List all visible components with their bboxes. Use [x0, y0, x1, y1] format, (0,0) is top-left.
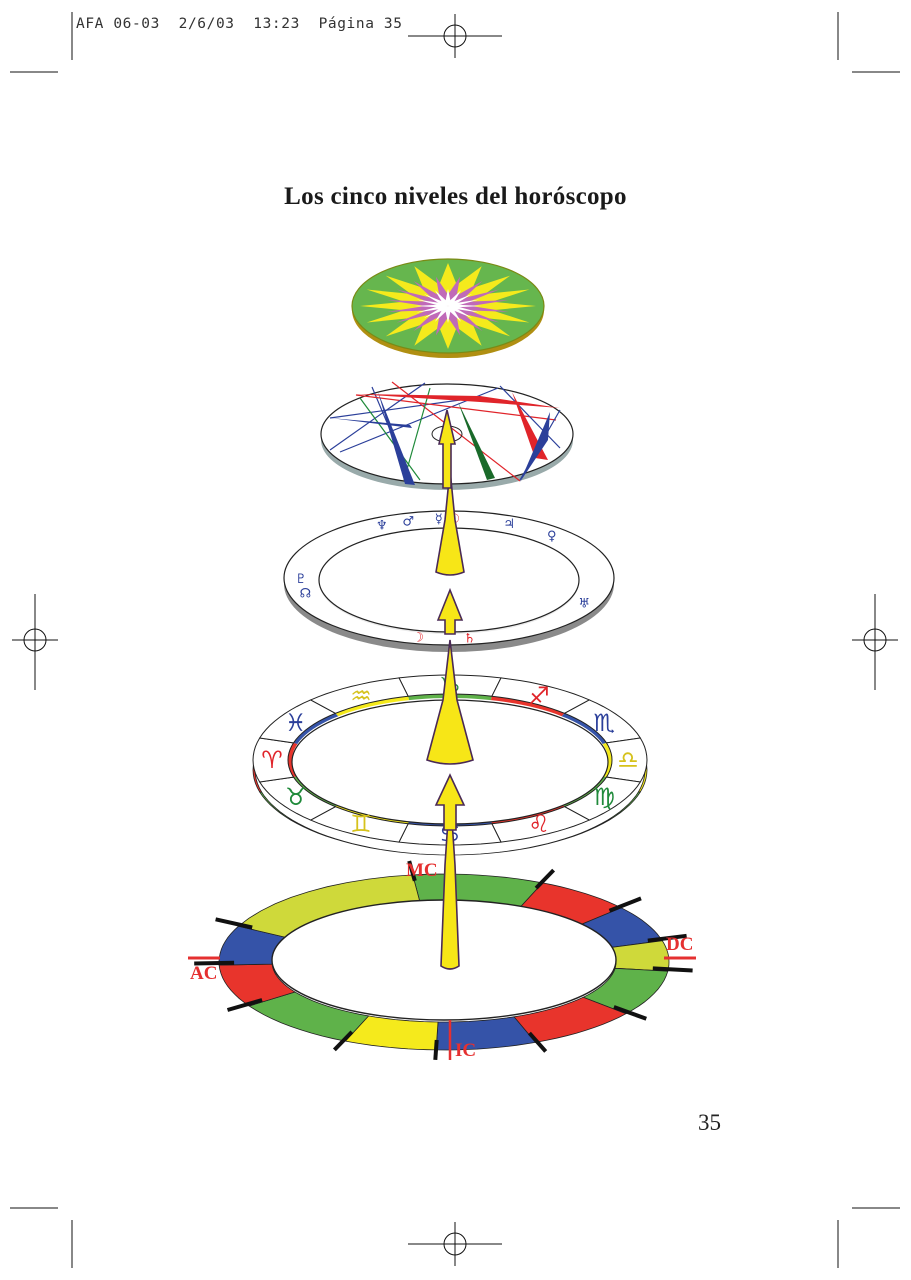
zodiac-sign-glyph: ♌ [528, 810, 550, 838]
mandala-inner-petal [448, 306, 483, 331]
registration-mark-top [408, 14, 502, 58]
zodiac-sign-glyph: ♏ [593, 709, 615, 737]
zodiac-sign-cell [309, 677, 409, 714]
mandala-inner-petal [447, 276, 461, 306]
house-cusp-spoke [613, 1005, 647, 1021]
mandala-core-petal [423, 306, 448, 319]
zodiac-sign-glyph: ♎ [617, 746, 639, 774]
planet-glyph: ♇ [295, 572, 307, 587]
mandala-core-petal [416, 306, 448, 313]
mandala-core-petal [448, 290, 462, 306]
mandala-core-petal [434, 306, 448, 322]
mandala-core-petal [448, 306, 480, 313]
mandala-core-petal [423, 293, 448, 306]
mandala-inner-petal [435, 276, 449, 306]
mandala-core-petal [416, 299, 448, 306]
house-cusp-spoke [332, 1030, 354, 1052]
mandala-core-petal [448, 299, 480, 306]
house-cusp-spoke [534, 868, 556, 890]
mandala-outer-petal [448, 301, 536, 311]
zodiac-inner-segment [293, 713, 339, 744]
mandala-inner-petal [448, 289, 500, 306]
mandala-inner-petal [448, 306, 500, 323]
axis-arrow-top [437, 409, 457, 489]
planet-glyph: ☿ [435, 512, 443, 527]
planet-glyph: ♂ [402, 514, 414, 529]
house-cusp-spoke [407, 860, 417, 882]
house-cusp-spoke [226, 998, 263, 1012]
mandala-inner-petal [387, 305, 448, 312]
mandala-inner-petal [396, 306, 448, 323]
central-axis [426, 409, 474, 970]
house-cusp-spoke [527, 1031, 548, 1053]
zodiac-inner-segment [561, 713, 607, 744]
zodiac-sign-glyph: ♐ [528, 682, 550, 710]
house-cusp-spoke [652, 966, 693, 973]
mandala-inner-petal [447, 306, 461, 336]
axis-arrow-middle [436, 587, 464, 635]
house-cusp-spoke [647, 933, 687, 943]
house-cusp-spoke [215, 917, 253, 930]
mandala-inner-petal [413, 306, 448, 331]
planet-glyph: ☊ [300, 587, 312, 602]
zodiac-inner-segment [490, 696, 565, 717]
mandala-core-petal [448, 306, 473, 319]
mandala-inner-petal [413, 281, 448, 306]
planet-glyph: ♃ [503, 517, 515, 532]
zodiac-sign-glyph: ♉ [285, 783, 307, 811]
mandala-core-petal [434, 290, 448, 306]
zodiac-inner-segment [335, 696, 410, 717]
dc-label: DC [666, 934, 693, 955]
registration-mark-bottom [408, 1222, 502, 1266]
mandala-core-petal [448, 293, 473, 306]
crop-marks [10, 12, 900, 1268]
registration-mark-right [852, 594, 898, 690]
mandala-inner-petal [387, 300, 448, 307]
mandala-outer-petal [439, 306, 457, 349]
mandala-inner-petal [435, 306, 449, 336]
house-cusp-spoke [608, 896, 642, 913]
planet-glyph: ♅ [578, 596, 590, 611]
planet-glyph: ♆ [376, 519, 388, 534]
planet-glyph: ♄ [464, 631, 476, 646]
axis-arrow-lower [434, 773, 466, 831]
page-title: Los cinco niveles del horóscopo [284, 183, 627, 210]
page-number: 35 [698, 1110, 721, 1135]
mandala-inner-petal [396, 289, 448, 306]
house-cusp-spoke [194, 960, 235, 966]
zodiac-inner-segment [602, 742, 612, 778]
ac-label: AC [190, 963, 217, 984]
zodiac-sign-glyph: ♒ [350, 682, 372, 710]
zodiac-inner-segment [288, 742, 298, 778]
mandala-inner-petal [448, 305, 509, 312]
zodiac-sign-glyph: ♓ [285, 709, 307, 737]
registration-mark-left [12, 594, 58, 690]
print-slug-header: AFA 06-03 2/6/03 13:23 Página 35 [76, 16, 403, 32]
mandala-core-petal [448, 306, 462, 322]
mandala-outer-petal [360, 301, 448, 311]
mc-label: MC [406, 860, 438, 881]
level-mandala [351, 258, 545, 358]
planet-glyph: ☽ [412, 631, 424, 646]
ic-label: IC [455, 1040, 476, 1061]
planet-glyph: ♀ [547, 529, 557, 544]
zodiac-sign-glyph: ♊ [350, 810, 372, 838]
zodiac-sign-glyph: ♍ [593, 783, 615, 811]
mandala-inner-petal [448, 281, 483, 306]
mandala-outer-petal [439, 263, 457, 306]
house-cusp-spoke [433, 1039, 439, 1061]
mandala-inner-petal [448, 300, 509, 307]
axis-spike-middle [426, 639, 474, 765]
zodiac-sign-glyph: ♈ [261, 746, 283, 774]
